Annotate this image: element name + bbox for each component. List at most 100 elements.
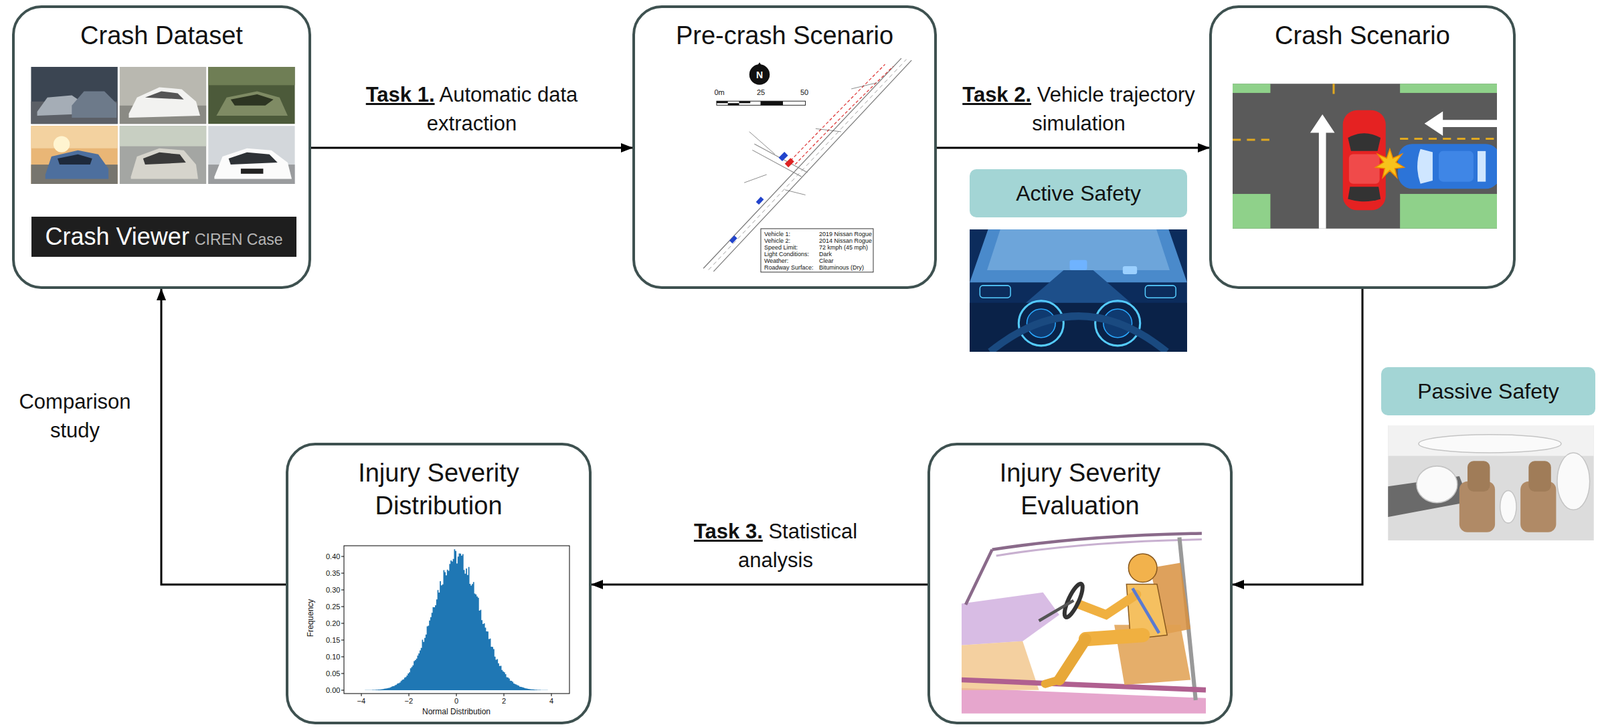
crash-photos-part <box>143 152 187 165</box>
axis-title: Normal Distribution <box>422 707 491 717</box>
occupant-model-part <box>1132 588 1160 634</box>
scene-map-part <box>794 66 893 164</box>
crash-scene-part <box>1424 111 1443 136</box>
scene-map-part <box>716 101 729 104</box>
passive-safety-picture-part <box>1467 461 1490 492</box>
occupant-model-part <box>992 533 1202 550</box>
occupant-model-part <box>1059 639 1087 681</box>
node-title: Passive Safety <box>1417 378 1560 405</box>
occupant-model-part <box>1128 554 1158 583</box>
occupant-model-part <box>996 540 1202 557</box>
edge-label: Comparison study <box>8 387 142 446</box>
node-title: Injury Severity Distribution <box>328 457 550 524</box>
logo-banner: Crash ViewerCIREN Case <box>31 216 297 257</box>
scale-label: 50 <box>800 89 809 97</box>
table-cell: 2014 Nissan Rogue <box>819 238 872 245</box>
edge-label: Task 1. Automatic data extraction <box>364 80 579 139</box>
passive-safety-picture-part <box>1500 490 1517 524</box>
axis-tick: 0 <box>454 697 459 706</box>
crash-scene-part <box>1310 114 1336 133</box>
crash-photos-part <box>208 66 295 124</box>
process-box: Injury Severity Evaluation <box>927 442 1233 725</box>
active-safety-picture-part <box>979 285 1011 298</box>
scale-label: 0m <box>714 89 725 97</box>
flow-arrow <box>1232 289 1363 585</box>
active-safety-picture-part <box>990 316 1168 352</box>
axis-tick: −2 <box>404 697 414 706</box>
process-box: Crash Scenario <box>1209 5 1516 290</box>
table-cell: 72 kmph (45 mph) <box>819 244 868 251</box>
tag-box: Passive Safety <box>1381 367 1596 416</box>
axis-tick: 2 <box>501 697 506 706</box>
active-safety-picture-part <box>1122 266 1137 275</box>
table-cell: 2019 Nissan Rogue <box>819 231 872 238</box>
crash-photos-part <box>30 66 118 124</box>
crash-photos <box>30 66 296 185</box>
scene-map-part <box>744 82 877 196</box>
scene-map-part <box>754 143 808 173</box>
passive-safety-picture-part <box>1528 461 1551 492</box>
crash-scene-part <box>1232 83 1271 94</box>
active-safety-picture-part <box>987 229 1170 271</box>
scene-map-part <box>760 228 874 273</box>
crash-scene-part <box>1397 143 1497 189</box>
crash-photos-part <box>30 125 118 185</box>
scene-map-part <box>755 62 764 69</box>
node-title: Active Safety <box>1015 180 1141 207</box>
process-box: Injury Severity Distribution <box>285 442 592 725</box>
crash-photos-part <box>240 168 263 174</box>
histogram-part <box>343 546 570 694</box>
table-cell: Dark <box>819 251 832 258</box>
crash-scene-part <box>1399 194 1497 229</box>
crash-photos-part <box>71 91 117 119</box>
axis-title: Frequency <box>306 599 315 638</box>
edge-label: Task 3. Statistical analysis <box>661 517 890 576</box>
occupant-model-part <box>1079 594 1137 615</box>
node-title: Crash Dataset <box>80 19 243 53</box>
node-title: Pre-crash Scenario <box>675 19 894 53</box>
occupant-model-part <box>1045 679 1060 684</box>
crash-photos-part <box>129 86 201 118</box>
crash-photos-part <box>230 94 274 106</box>
crash-scene-part <box>1318 130 1327 229</box>
scene-map-part <box>728 103 740 106</box>
crash-photos-part <box>45 150 109 180</box>
occupant-model <box>961 527 1206 715</box>
axis-tick: 0.30 <box>325 586 340 595</box>
table-cell: Light Conditions: <box>764 251 810 258</box>
crash-scene-part <box>1232 139 1271 142</box>
flow-arrow <box>591 584 928 587</box>
scene-map-part <box>729 235 738 244</box>
crash-photos-part <box>53 135 70 152</box>
crash-scene-part <box>1332 83 1335 94</box>
compass-letter: N <box>756 70 763 80</box>
scene-map-part <box>786 64 885 164</box>
table-cell: Vehicle 1: <box>764 231 791 238</box>
passive-safety-picture <box>1387 425 1594 541</box>
crash-scene-part <box>1477 151 1486 183</box>
axis-tick: 0.05 <box>325 670 340 678</box>
table-cell: Roadway Surface: <box>764 264 814 272</box>
axis-tick: 0.40 <box>325 553 340 561</box>
scene-map-part <box>760 101 784 106</box>
crash-scene-part <box>1232 83 1497 229</box>
axis-tick: 0.10 <box>325 653 340 662</box>
crash-scene-part <box>1343 110 1386 211</box>
scene-map-part <box>738 101 751 104</box>
tag-box: Active Safety <box>969 169 1188 218</box>
passive-safety-picture-part <box>1557 453 1590 510</box>
scene-map <box>699 52 921 277</box>
active-safety-picture <box>969 229 1188 352</box>
passive-safety-picture-part <box>1387 425 1594 457</box>
crash-photos-part <box>228 152 278 165</box>
flow-arrow <box>936 147 1210 150</box>
crash-photos-part <box>30 125 118 148</box>
process-box: Crash DatasetCrash ViewerCIREN Case <box>12 5 312 290</box>
passive-safety-picture-part <box>1418 434 1562 454</box>
active-safety-picture-part <box>969 303 1188 352</box>
crash-scene-part <box>1440 119 1497 128</box>
scene-map-part <box>752 149 802 177</box>
occupant-model-part <box>965 550 993 605</box>
crash-photos-part <box>208 125 295 185</box>
passive-safety-picture-part <box>1387 425 1594 541</box>
